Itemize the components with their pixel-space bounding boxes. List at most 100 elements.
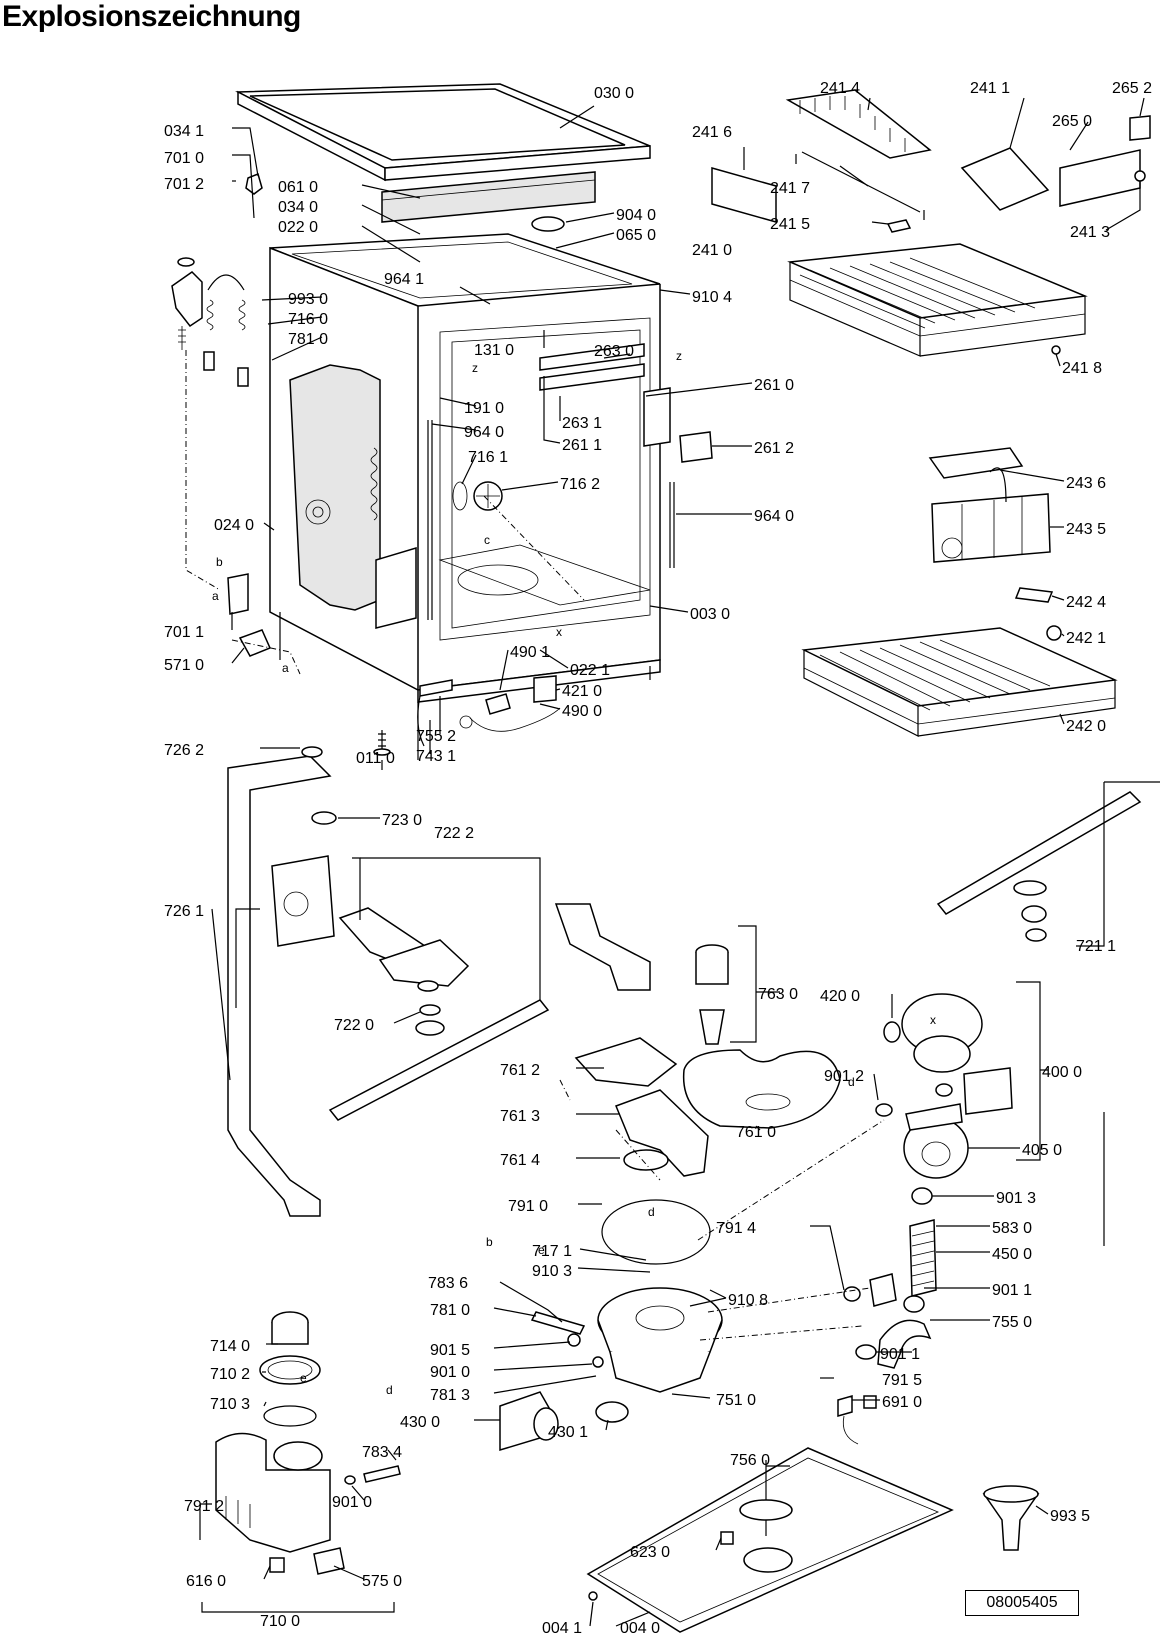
callout-label: 261 2 [754,440,794,457]
callout-label: 265 0 [1052,113,1092,130]
callout-label: 783 6 [428,1275,468,1292]
clip-part [245,172,263,195]
callout-label: 243 6 [1066,475,1106,492]
clip-part [567,1333,581,1347]
callout-label: 701 1 [164,624,204,641]
callout-label: 065 0 [616,227,656,244]
flat-filter-part [682,1049,841,1129]
callout-label: 791 5 [882,1372,922,1389]
callout-label: 901 0 [332,1494,372,1511]
tube-part [363,1465,401,1483]
hose-part [417,695,425,747]
callout-label: 061 0 [278,179,318,196]
callout-label: 004 0 [620,1620,660,1637]
callout-label: 726 1 [164,903,204,920]
reference-letter: c [484,533,490,547]
callout-label: 691 0 [882,1394,922,1411]
lower-spray-arm-part [328,999,550,1121]
reference-letter: z [676,349,682,363]
callout-label: 901 1 [880,1346,920,1363]
callout-label: 791 4 [716,1220,756,1237]
reference-letter: b [486,1235,493,1249]
callout-label: 716 2 [560,476,600,493]
callout-label: 763 0 [758,986,798,1003]
callout-label: 261 1 [562,437,602,454]
hose-clamp-part [903,1295,925,1313]
callout-label: 191 0 [464,400,504,417]
rack-cap-part [1129,115,1151,141]
callout-label: 243 5 [1066,521,1106,538]
cup-rack-part [785,89,932,159]
callout-label: 761 0 [736,1124,776,1141]
reference-letter: b [216,555,223,569]
callout-label: 420 0 [820,988,860,1005]
worktop-part [235,83,651,182]
callout-label: 421 0 [562,683,602,700]
callout-label: 751 0 [716,1392,756,1409]
callout-label: 743 1 [416,748,456,765]
callout-label: 242 1 [1066,630,1106,647]
callout-label: 616 0 [186,1573,226,1590]
callout-label: 405 0 [1022,1142,1062,1159]
reference-letter: a [212,589,219,603]
clip-part [592,1356,604,1368]
diagram-title: Explosionszeichnung [2,0,301,33]
callout-label: 701 2 [164,176,204,193]
supply-pipe-part [227,746,337,1217]
callout-label: 910 3 [532,1263,572,1280]
rack-rail-part [1059,149,1141,207]
callout-label: 241 8 [1062,360,1102,377]
callout-label: 263 1 [562,415,602,432]
callout-label: 575 0 [362,1573,402,1590]
pump-housing-part [903,1103,969,1179]
callout-label: 722 0 [334,1017,374,1034]
sump-cover-part [574,1037,678,1087]
sensor-part [238,629,272,657]
rack-insert-part [960,147,1050,211]
callout-label: 901 1 [992,1282,1032,1299]
sensor-part [863,1395,877,1409]
hose-part [419,679,453,697]
document-number: 08005405 [965,1590,1079,1616]
upper-basket-part [787,243,1088,357]
callout-label: 901 0 [430,1364,470,1381]
salt-container-part [215,1311,331,1553]
callout-label: 910 4 [692,289,732,306]
callout-label: 901 5 [430,1342,470,1359]
reference-letter: x [930,1013,936,1027]
float-part [720,1531,734,1545]
reference-letter: z [472,361,478,375]
callout-label: 716 1 [468,449,508,466]
callout-label: 241 7 [770,180,810,197]
callout-label: 241 4 [820,80,860,97]
foot-screw-part [373,730,391,756]
sump-seal-ring-part [601,1199,711,1265]
sump-housing-part [597,1287,723,1393]
pipe-part [554,903,651,991]
callout-label: 901 3 [996,1190,1036,1207]
reference-letter: e [300,1371,307,1385]
clip-part [679,431,713,463]
callout-label: 263 0 [594,343,634,360]
callout-label: 901 2 [824,1068,864,1085]
cutlery-basket-part [928,447,1051,563]
callout-label: 131 0 [474,342,514,359]
callout-label: 964 0 [754,508,794,525]
sump-part [615,1089,709,1177]
callout-label: 783 4 [362,1444,402,1461]
spray-arm-holder-part [338,907,470,992]
reference-letter: d [848,1075,855,1089]
callout-label: 024 0 [214,517,254,534]
callout-label: 717 1 [532,1243,572,1260]
callout-label: 241 5 [770,216,810,233]
callout-label: 781 3 [430,1387,470,1404]
screw-part [588,1591,598,1601]
lower-basket-part [801,627,1118,737]
callout-label: 030 0 [594,85,634,102]
callout-label: 716 0 [288,311,328,328]
inlet-valve-part [171,257,221,591]
callout-label: 756 0 [730,1452,770,1469]
callout-label: 723 0 [382,812,422,829]
callout-label: 571 0 [164,657,204,674]
